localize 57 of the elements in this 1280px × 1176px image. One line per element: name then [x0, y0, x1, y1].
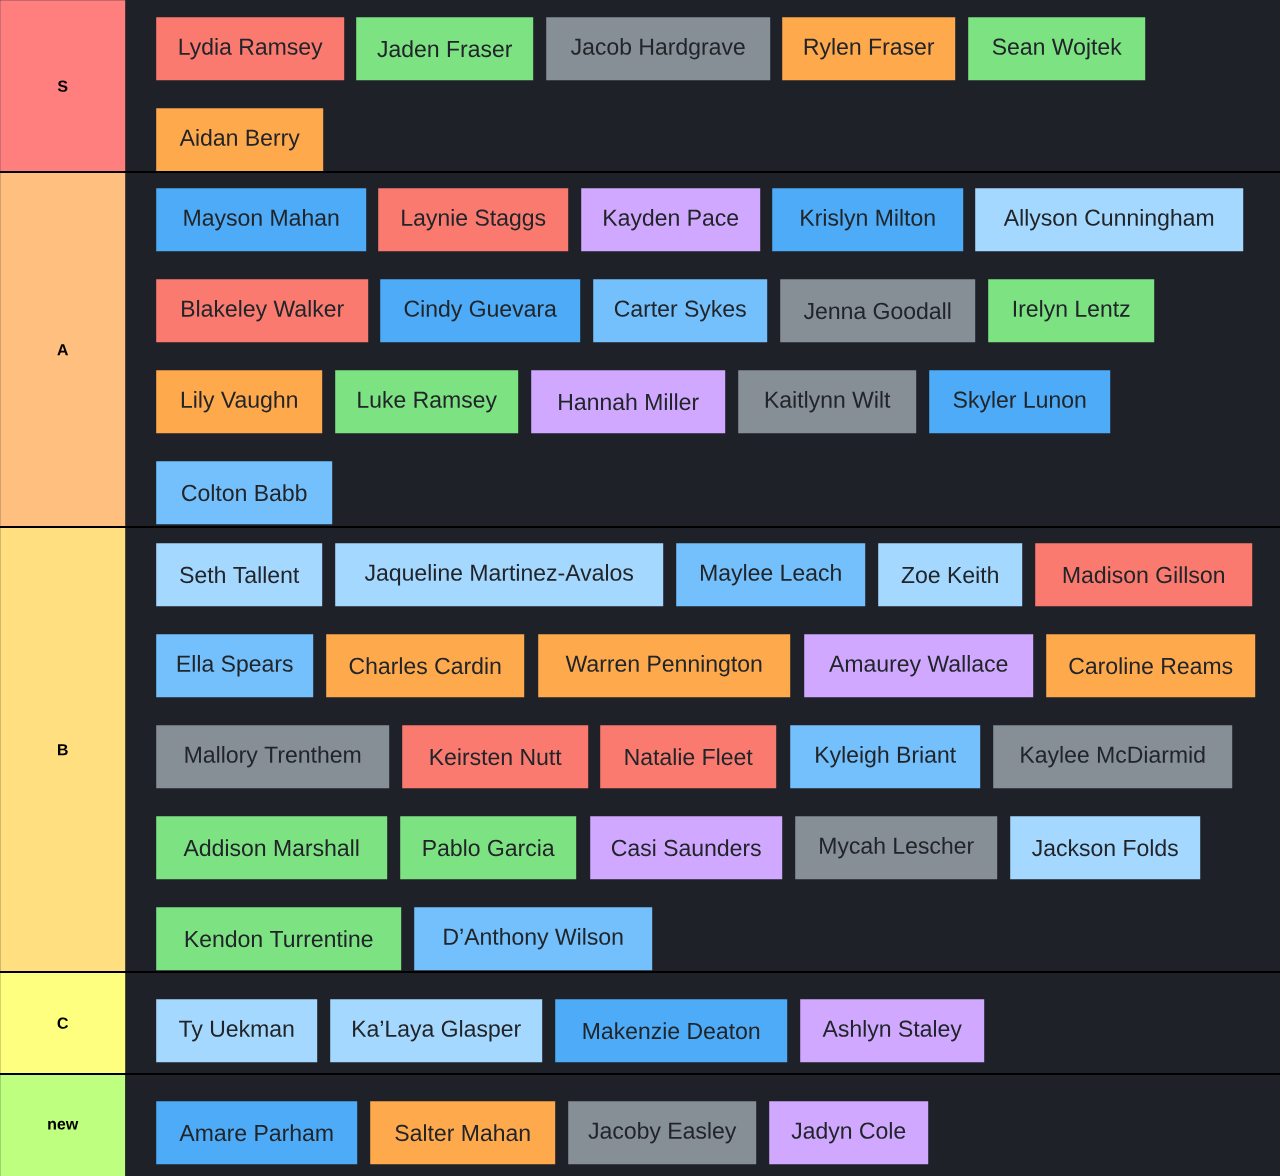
tier-label: A: [0, 172, 126, 528]
name-card: Sean Wojtek: [968, 17, 1146, 81]
name-card: Jadyn Cole: [769, 1101, 929, 1165]
name-card: Maylee Leach: [676, 543, 866, 607]
name-card: Warren Pennington: [538, 634, 791, 698]
name-card: Irelyn Lentz: [988, 279, 1155, 343]
tier-label: new: [0, 1074, 126, 1176]
name-card: Amare Parham: [156, 1101, 358, 1165]
name-card: Ty Uekman: [156, 999, 318, 1063]
name-card: Skyler Lunon: [929, 370, 1111, 434]
name-card: Amaurey Wallace: [804, 634, 1034, 698]
name-card: Carter Sykes: [593, 279, 768, 343]
name-card: Lydia Ramsey: [156, 17, 345, 81]
name-card: Charles Cardin: [326, 634, 525, 698]
name-card: Krislyn Milton: [772, 188, 964, 252]
name-card: Madison Gillson: [1035, 543, 1253, 607]
name-card: Jenna Goodall: [780, 279, 976, 343]
name-card: Jaqueline Martinez-Avalos: [335, 543, 664, 607]
name-card: Kyleigh Briant: [790, 725, 981, 789]
name-card: Cindy Guevara: [380, 279, 581, 343]
name-card: Colton Babb: [156, 461, 333, 525]
tier-label: B: [0, 527, 126, 973]
name-card: Kendon Turrentine: [156, 907, 402, 971]
name-card: Lily Vaughn: [156, 370, 323, 434]
name-card: Casi Saunders: [590, 816, 783, 880]
tier-label: C: [0, 972, 126, 1075]
name-card: Mycah Lescher: [795, 816, 998, 880]
name-card: Jacob Hardgrave: [546, 17, 771, 81]
name-card: Kaylee McDiarmid: [993, 725, 1233, 789]
name-card: Aidan Berry: [156, 108, 324, 172]
name-card: Addison Marshall: [156, 816, 388, 880]
name-card: Luke Ramsey: [335, 370, 519, 434]
name-card: Rylen Fraser: [782, 17, 956, 81]
name-card: Ella Spears: [156, 634, 314, 698]
name-card: Mayson Mahan: [156, 188, 367, 252]
name-card: D’Anthony Wilson: [414, 907, 653, 971]
name-card: Zoe Keith: [878, 543, 1023, 607]
name-card: Natalie Fleet: [600, 725, 777, 789]
name-card: Jackson Folds: [1010, 816, 1201, 880]
tier-label: S: [0, 0, 126, 173]
name-card: Salter Mahan: [370, 1101, 556, 1165]
name-card: Allyson Cunningham: [975, 188, 1244, 252]
name-card: Caroline Reams: [1046, 634, 1256, 698]
name-card: Seth Tallent: [156, 543, 323, 607]
name-card: Jaden Fraser: [356, 17, 534, 81]
name-card: Kayden Pace: [581, 188, 761, 252]
name-card: Hannah Miller: [531, 370, 726, 434]
name-card: Pablo Garcia: [400, 816, 577, 880]
name-card: Laynie Staggs: [378, 188, 569, 252]
name-card: Blakeley Walker: [156, 279, 369, 343]
name-card: Makenzie Deaton: [555, 999, 788, 1063]
name-card: Ka’Laya Glasper: [330, 999, 543, 1063]
name-card: Keirsten Nutt: [402, 725, 589, 789]
name-card: Mallory Trenthem: [156, 725, 390, 789]
name-card: Kaitlynn Wilt: [738, 370, 917, 434]
name-card: Ashlyn Staley: [800, 999, 985, 1063]
name-card: Jacoby Easley: [568, 1101, 757, 1165]
